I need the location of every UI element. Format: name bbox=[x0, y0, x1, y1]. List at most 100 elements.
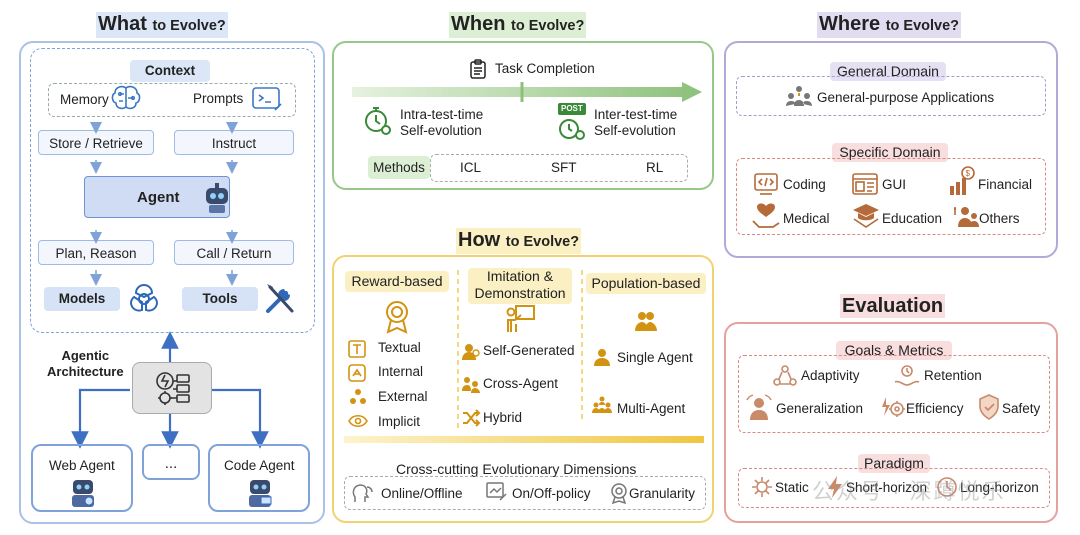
medical-icon bbox=[752, 203, 780, 229]
online-offline-icon bbox=[352, 483, 374, 503]
tools-label: Tools bbox=[182, 287, 258, 311]
general-app-label: General-purpose Applications bbox=[817, 90, 995, 105]
where-panel bbox=[724, 41, 1058, 258]
task-completion-label: Task Completion bbox=[495, 61, 595, 76]
reward-item-external: External bbox=[378, 389, 428, 404]
paradigm-dashed-box bbox=[738, 468, 1050, 508]
paradigm-static: Static bbox=[775, 480, 809, 495]
instruct-box: Instruct bbox=[174, 130, 294, 155]
self-generated-icon bbox=[462, 342, 480, 360]
internal-icon bbox=[348, 364, 366, 382]
generalization-icon bbox=[745, 394, 773, 420]
people-icon bbox=[634, 310, 658, 332]
teacher-board-icon bbox=[504, 304, 536, 334]
stopwatch-post-icon bbox=[558, 115, 588, 141]
method-rl: RL bbox=[646, 160, 664, 175]
implicit-icon bbox=[348, 414, 368, 428]
education-icon bbox=[852, 203, 880, 229]
how-title: How to Evolve? bbox=[456, 228, 582, 254]
metric-adaptivity: Adaptivity bbox=[801, 368, 860, 383]
cross-agent-icon bbox=[462, 375, 480, 393]
intra-label: Intra-test-time Self-evolution bbox=[400, 107, 484, 138]
population-item-single-agent: Single Agent bbox=[617, 350, 693, 365]
prompts-label: Prompts bbox=[193, 91, 244, 106]
gui-icon bbox=[852, 173, 878, 195]
context-dashed-box bbox=[48, 83, 296, 117]
robot-icon bbox=[200, 180, 234, 214]
metric-generalization: Generalization bbox=[776, 401, 864, 416]
efficiency-icon bbox=[880, 396, 906, 420]
textual-icon bbox=[348, 340, 366, 358]
agent-box: Agent bbox=[84, 176, 230, 218]
what-title: What to Evolve? bbox=[96, 12, 228, 38]
svg-text:$: $ bbox=[966, 169, 971, 178]
population-based-title: Population-based bbox=[586, 273, 706, 294]
where-item-financial: Financial bbox=[978, 177, 1033, 192]
others-icon bbox=[953, 205, 979, 227]
agentic-architecture-label: Agentic Architecture bbox=[47, 348, 124, 379]
architecture-node bbox=[132, 362, 212, 414]
evaluation-panel bbox=[724, 322, 1058, 523]
when-panel bbox=[332, 41, 714, 190]
cross-item-granularity: Granularity bbox=[629, 486, 696, 501]
general-domain-dashed-box bbox=[736, 76, 1046, 116]
on-off-policy-icon bbox=[486, 482, 508, 502]
ellipsis-box: ... bbox=[142, 444, 200, 480]
single-agent-icon bbox=[594, 348, 610, 366]
reward-based-title: Reward-based bbox=[345, 271, 449, 292]
where-item-gui: GUI bbox=[882, 177, 907, 192]
cross-item-on-off-policy: On/Off-policy bbox=[512, 486, 591, 501]
external-icon bbox=[348, 388, 368, 406]
where-item-medical: Medical bbox=[783, 211, 830, 226]
paradigm-short-horizon: Short-horizon bbox=[846, 480, 928, 495]
code-agent-robot-icon bbox=[244, 476, 276, 508]
cross-cutting-dashed-box bbox=[344, 476, 706, 510]
how-panel bbox=[332, 255, 714, 523]
what-arrows bbox=[71, 122, 269, 449]
hybrid-shuffle-icon bbox=[462, 409, 481, 427]
brain-icon bbox=[110, 84, 142, 114]
safety-shield-icon bbox=[978, 394, 1000, 420]
financial-icon: $ bbox=[948, 166, 976, 196]
evaluation-title: Evaluation bbox=[840, 294, 946, 318]
reward-item-implicit: Implicit bbox=[378, 414, 421, 429]
what-panel bbox=[19, 41, 325, 524]
population-item-multi-agent: Multi-Agent bbox=[617, 401, 686, 416]
timeline-arrow bbox=[352, 82, 702, 102]
award-medal-icon bbox=[383, 300, 411, 334]
specific-domain-dashed-box bbox=[736, 158, 1046, 235]
long-horizon-icon bbox=[936, 476, 958, 498]
static-icon bbox=[751, 476, 773, 498]
where-title: Where to Evolve? bbox=[817, 12, 962, 38]
tools-wrench-icon bbox=[262, 281, 298, 317]
metric-efficiency: Efficiency bbox=[906, 401, 964, 416]
imitation-item-hybrid: Hybrid bbox=[483, 410, 523, 425]
plan-reason-box: Plan, Reason bbox=[38, 240, 154, 265]
goals-metrics-dashed-box bbox=[738, 355, 1050, 433]
method-icl: ICL bbox=[460, 160, 482, 175]
cross-cutting-title: Cross-cutting Evolutionary Dimensions bbox=[396, 461, 637, 477]
terminal-icon bbox=[251, 86, 283, 112]
imitation-title: Imitation & Demonstration bbox=[468, 268, 572, 304]
models-label: Models bbox=[44, 287, 120, 311]
metric-retention: Retention bbox=[924, 368, 982, 383]
where-item-coding: Coding bbox=[783, 177, 826, 192]
methods-dashed-box bbox=[430, 154, 688, 182]
coding-icon bbox=[754, 173, 778, 195]
inter-label: Inter-test-time Self-evolution bbox=[594, 107, 678, 138]
general-app-people-icon bbox=[786, 84, 812, 108]
web-agent-robot-icon bbox=[67, 476, 99, 508]
multi-agent-icon bbox=[591, 396, 613, 414]
specific-domain-label: Specific Domain bbox=[832, 143, 948, 162]
post-badge: POST bbox=[558, 103, 586, 115]
clipboard-icon bbox=[470, 59, 486, 79]
reward-item-internal: Internal bbox=[378, 364, 424, 379]
web-agent-box: Web Agent bbox=[31, 444, 133, 512]
method-sft: SFT bbox=[551, 160, 577, 175]
short-horizon-icon bbox=[825, 475, 845, 499]
granularity-icon bbox=[610, 483, 628, 505]
how-column-dividers bbox=[457, 270, 583, 428]
imitation-item-self-generated: Self-Generated bbox=[483, 343, 575, 358]
openai-logo-icon bbox=[126, 281, 162, 317]
architecture-icon bbox=[153, 369, 193, 409]
